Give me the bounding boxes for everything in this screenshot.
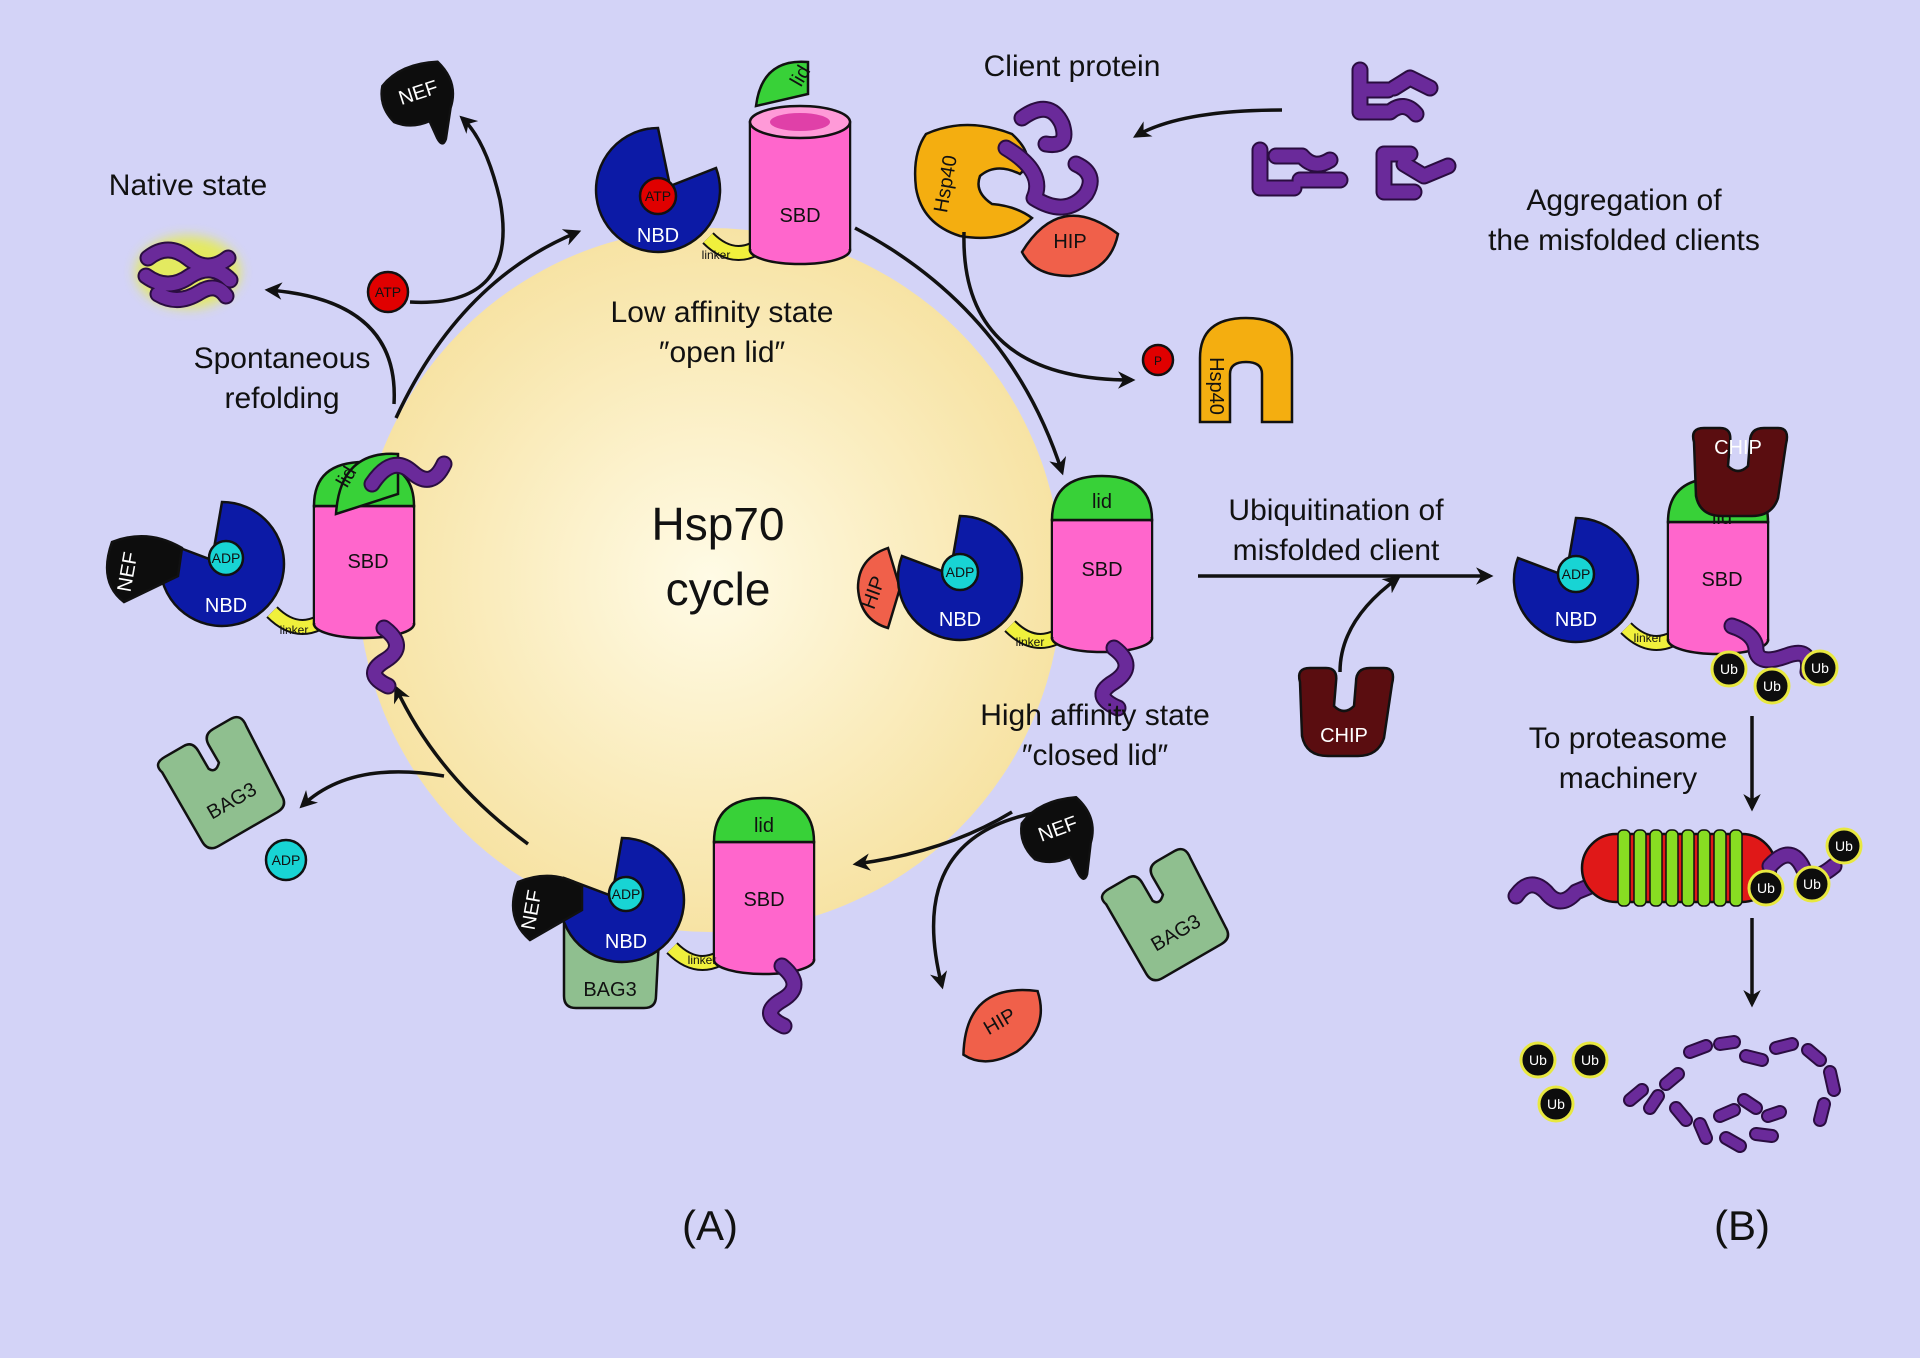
svg-text:SBD: SBD <box>1701 569 1742 591</box>
low-affinity-label-line1: Low affinity state <box>611 296 834 329</box>
low-affinity-label-line2: ″open lid″ <box>659 336 786 369</box>
svg-text:Ub: Ub <box>1720 661 1738 677</box>
svg-text:lid: lid <box>754 815 774 837</box>
free-ubiquitins: Ub Ub Ub <box>1519 1041 1609 1123</box>
svg-text:Ub: Ub <box>1547 1096 1565 1112</box>
svg-text:CHIP: CHIP <box>1714 437 1762 459</box>
svg-text:lid: lid <box>1092 491 1112 513</box>
hsp40-released: Hsp40 <box>1198 316 1294 424</box>
proteasome-label-line1: To proteasome <box>1529 722 1727 755</box>
native-state-label: Native state <box>109 169 267 202</box>
misfolded-aggregates <box>1251 61 1457 201</box>
chip-free: CHIP <box>1297 666 1395 758</box>
svg-text:Hsp40: Hsp40 <box>1205 357 1227 415</box>
cycle-arrow-top-right <box>854 226 1067 476</box>
svg-text:NBD: NBD <box>205 595 247 617</box>
client-protein-label: Client protein <box>984 50 1161 83</box>
hsp70-nef-bound: NEF ADP NBD SBD linker lid <box>105 452 453 695</box>
svg-text:NBD: NBD <box>637 225 679 247</box>
phosphate: P <box>1141 343 1175 377</box>
svg-text:ADP: ADP <box>946 564 975 580</box>
svg-text:HIP: HIP <box>1053 231 1086 253</box>
svg-text:SBD: SBD <box>743 889 784 911</box>
panel-b-label: (B) <box>1714 1202 1770 1249</box>
hsp40-release-arrow <box>962 231 1136 389</box>
cycle-arrow-right-bottom <box>852 810 1013 871</box>
svg-text:ADP: ADP <box>272 852 301 868</box>
peptide-fragments <box>1623 1035 1841 1153</box>
svg-text:ATP: ATP <box>645 188 671 204</box>
bag3-released-left: BAG3 <box>154 712 293 854</box>
svg-text:ADP: ADP <box>612 886 641 902</box>
svg-text:linker: linker <box>1016 635 1045 649</box>
aggregation-to-client-arrow <box>1132 108 1283 138</box>
hsp40-client-complex: Hsp40 <box>913 100 1099 240</box>
hsp70-ubiquitinated: ADP NBD SBD lid linker CHIP Ub Ub Ub <box>1514 426 1839 705</box>
hip-released: HIP <box>944 974 1060 1077</box>
high-affinity-label-line1: High affinity state <box>980 699 1210 732</box>
spontaneous-label-line2: refolding <box>224 382 339 415</box>
svg-text:Ub: Ub <box>1529 1052 1547 1068</box>
hip-release-arrow <box>930 808 1053 990</box>
hip-near-hsp40: HIP <box>1020 214 1120 278</box>
svg-text:ADP: ADP <box>212 550 241 566</box>
svg-text:Ub: Ub <box>1811 660 1829 676</box>
svg-text:linker: linker <box>1634 631 1663 645</box>
ubiquitination-label-line1: Ubiquitination of <box>1228 494 1444 527</box>
panel-a-label: (A) <box>682 1202 738 1249</box>
svg-text:NBD: NBD <box>939 609 981 631</box>
cycle-circle <box>358 228 1062 932</box>
svg-text:linker: linker <box>280 623 309 637</box>
chip-arrow <box>1338 575 1401 673</box>
cycle-arrow-left-top <box>394 229 582 419</box>
proteasome-label-line2: machinery <box>1559 762 1697 795</box>
aggregation-label-line2: the misfolded clients <box>1488 224 1760 257</box>
cycle-title-line2: cycle <box>666 563 771 615</box>
native-state-protein <box>136 236 240 308</box>
nef-released-right: NEF <box>1012 790 1111 896</box>
bag3-release-arrow <box>299 770 445 809</box>
proteasome: Ub Ub Ub <box>1507 827 1863 910</box>
hsp70-high-affinity: HIP ADP NBD SBD lid linker <box>856 476 1152 717</box>
aggregation-label-line1: Aggregation of <box>1526 184 1722 217</box>
spontaneous-label-line1: Spontaneous <box>194 342 371 375</box>
nef-released-top: NEF <box>373 54 470 159</box>
cycle-arrow-bottom-left <box>393 684 530 846</box>
svg-text:Ub: Ub <box>1757 880 1775 896</box>
svg-text:linker: linker <box>688 953 717 967</box>
svg-text:ADP: ADP <box>1562 566 1591 582</box>
atp-arrow <box>409 115 505 305</box>
refolding-arrow <box>264 282 396 405</box>
svg-text:SBD: SBD <box>779 205 820 227</box>
svg-text:SBD: SBD <box>1081 559 1122 581</box>
svg-text:Ub: Ub <box>1803 876 1821 892</box>
adp-released: ADP <box>264 838 308 882</box>
svg-text:Ub: Ub <box>1581 1052 1599 1068</box>
bag3-released-right: BAG3 <box>1098 844 1237 986</box>
high-affinity-label-line2: ″closed lid″ <box>1022 739 1169 772</box>
svg-text:P: P <box>1154 354 1162 368</box>
svg-text:CHIP: CHIP <box>1320 725 1368 747</box>
svg-text:ATP: ATP <box>375 284 401 300</box>
svg-text:SBD: SBD <box>347 551 388 573</box>
svg-text:BAG3: BAG3 <box>583 979 636 1001</box>
hsp70-bag3-bound: BAG3 NEF ADP NBD SBD lid linker <box>511 798 814 1035</box>
svg-text:NBD: NBD <box>605 931 647 953</box>
svg-text:NBD: NBD <box>1555 609 1597 631</box>
cycle-title-line1: Hsp70 <box>652 498 785 550</box>
svg-text:Ub: Ub <box>1835 838 1853 854</box>
ubiquitination-label-line2: misfolded client <box>1233 534 1440 567</box>
svg-text:Ub: Ub <box>1763 678 1781 694</box>
atp-molecule: ATP <box>366 270 410 314</box>
svg-text:linker: linker <box>702 248 731 262</box>
